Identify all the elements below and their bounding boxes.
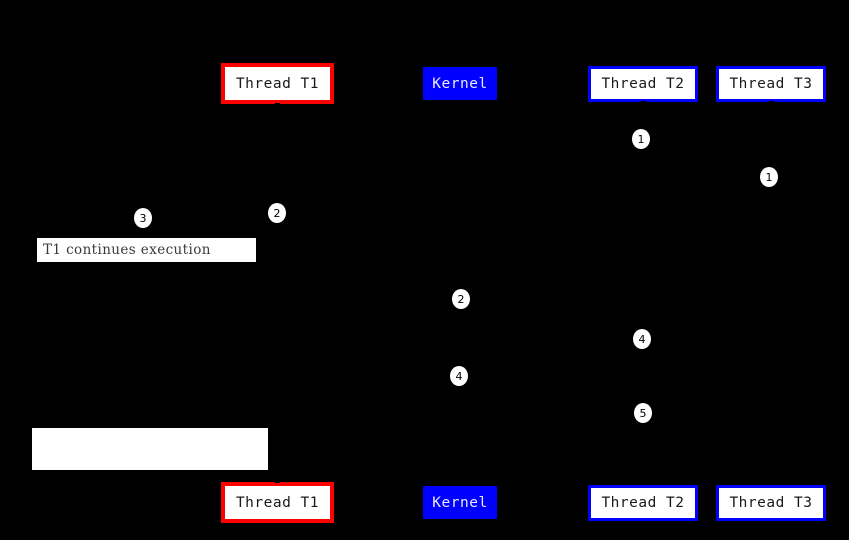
lifeline-footer-thread-t2[interactable]: Thread T2: [588, 485, 698, 521]
lifeline-stub: [275, 103, 280, 109]
lifeline-stub: [641, 479, 646, 485]
lifeline-header-thread-t3[interactable]: Thread T3: [716, 66, 826, 102]
step-bullet-1[interactable]: 1: [760, 167, 778, 187]
lifeline-header-thread-t2[interactable]: Thread T2: [588, 66, 698, 102]
lifeline-footer-kernel[interactable]: Kernel: [423, 486, 497, 519]
step-bullet-2[interactable]: 2: [268, 203, 286, 223]
lifeline-header-thread-t1[interactable]: Thread T1: [221, 63, 334, 104]
step-bullet-4[interactable]: 4: [450, 366, 468, 386]
lifeline-stub: [769, 479, 774, 485]
lifeline-header-kernel[interactable]: Kernel: [423, 67, 497, 100]
step-bullet-3[interactable]: 3: [134, 208, 152, 228]
lifeline-stub: [769, 101, 774, 107]
step-bullet-4[interactable]: 4: [633, 329, 651, 349]
note-box-empty: [32, 428, 268, 470]
note-box: T1 continues execution: [36, 237, 257, 263]
lifeline-footer-thread-t1[interactable]: Thread T1: [221, 482, 334, 523]
lifeline-stub: [275, 477, 280, 483]
lifeline-footer-thread-t3[interactable]: Thread T3: [716, 485, 826, 521]
step-bullet-2[interactable]: 2: [452, 289, 470, 309]
step-bullet-5[interactable]: 5: [634, 403, 652, 423]
lifeline-stub: [641, 101, 646, 107]
step-bullet-1[interactable]: 1: [632, 129, 650, 149]
